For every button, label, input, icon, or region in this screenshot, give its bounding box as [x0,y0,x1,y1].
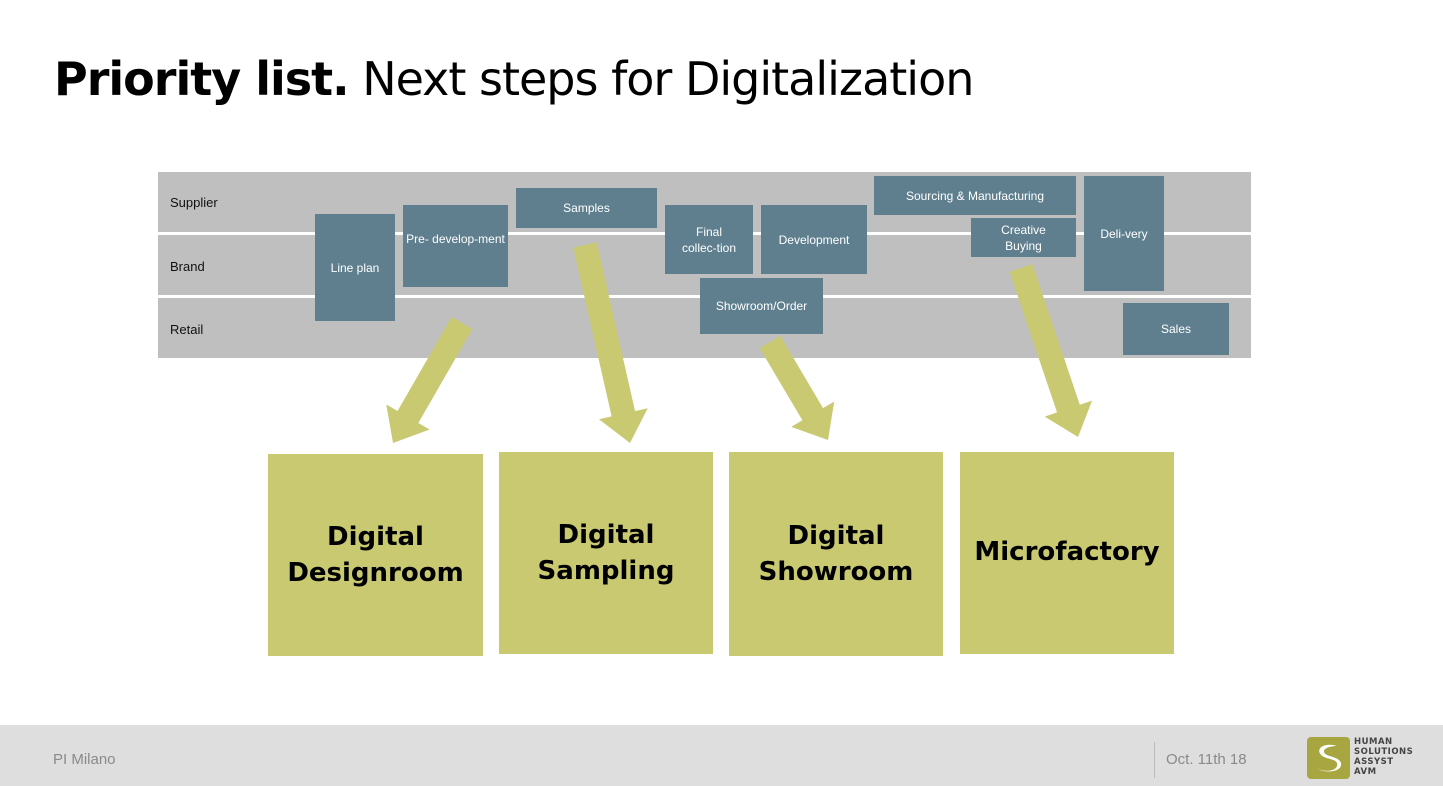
company-logo-text: HUMAN SOLUTIONS ASSYST AVM [1354,737,1413,777]
step-line-plan: Line plan [315,214,395,321]
logo-line: ASSYST [1354,757,1394,767]
step-creative-buying: Creative Buying [971,218,1076,257]
priority-digital-sampling: Digital Sampling [499,452,713,654]
slide-title: Priority list. Next steps for Digitaliza… [54,52,974,106]
step-pre-development: Pre- develop-ment [403,205,508,287]
step-samples: Samples [516,188,657,228]
title-rest: Next steps for Digitalization [362,52,974,106]
priority-digital-showroom: Digital Showroom [729,452,943,656]
step-sales: Sales [1123,303,1229,355]
step-showroom-order: Showroom/Order [700,278,823,334]
footer-event: PI Milano [53,751,116,768]
lane-label-brand: Brand [170,259,205,274]
footer-date: Oct. 11th 18 [1166,751,1247,768]
step-final-collection: Final collec-tion [665,205,753,274]
logo-line: HUMAN [1354,737,1393,747]
step-delivery: Deli-very [1084,176,1164,291]
lane-label-retail: Retail [170,322,204,337]
priority-microfactory: Microfactory [960,452,1174,654]
arrow-4 [1009,264,1093,437]
step-development: Development [761,205,867,274]
step-sourcing-manufacturing: Sourcing & Manufacturing [874,176,1076,215]
title-bold: Priority list. [54,52,350,106]
arrow-3 [759,335,835,440]
priority-digital-designroom: Digital Designroom [268,454,483,656]
footer [0,725,1443,786]
arrow-1 [386,317,473,443]
logo-line: SOLUTIONS [1354,747,1414,757]
company-logo-icon [1307,737,1350,779]
arrow-2 [573,242,648,443]
footer-divider [1154,742,1155,778]
lane-label-supplier: Supplier [170,195,218,210]
logo-line: AVM [1354,767,1377,777]
